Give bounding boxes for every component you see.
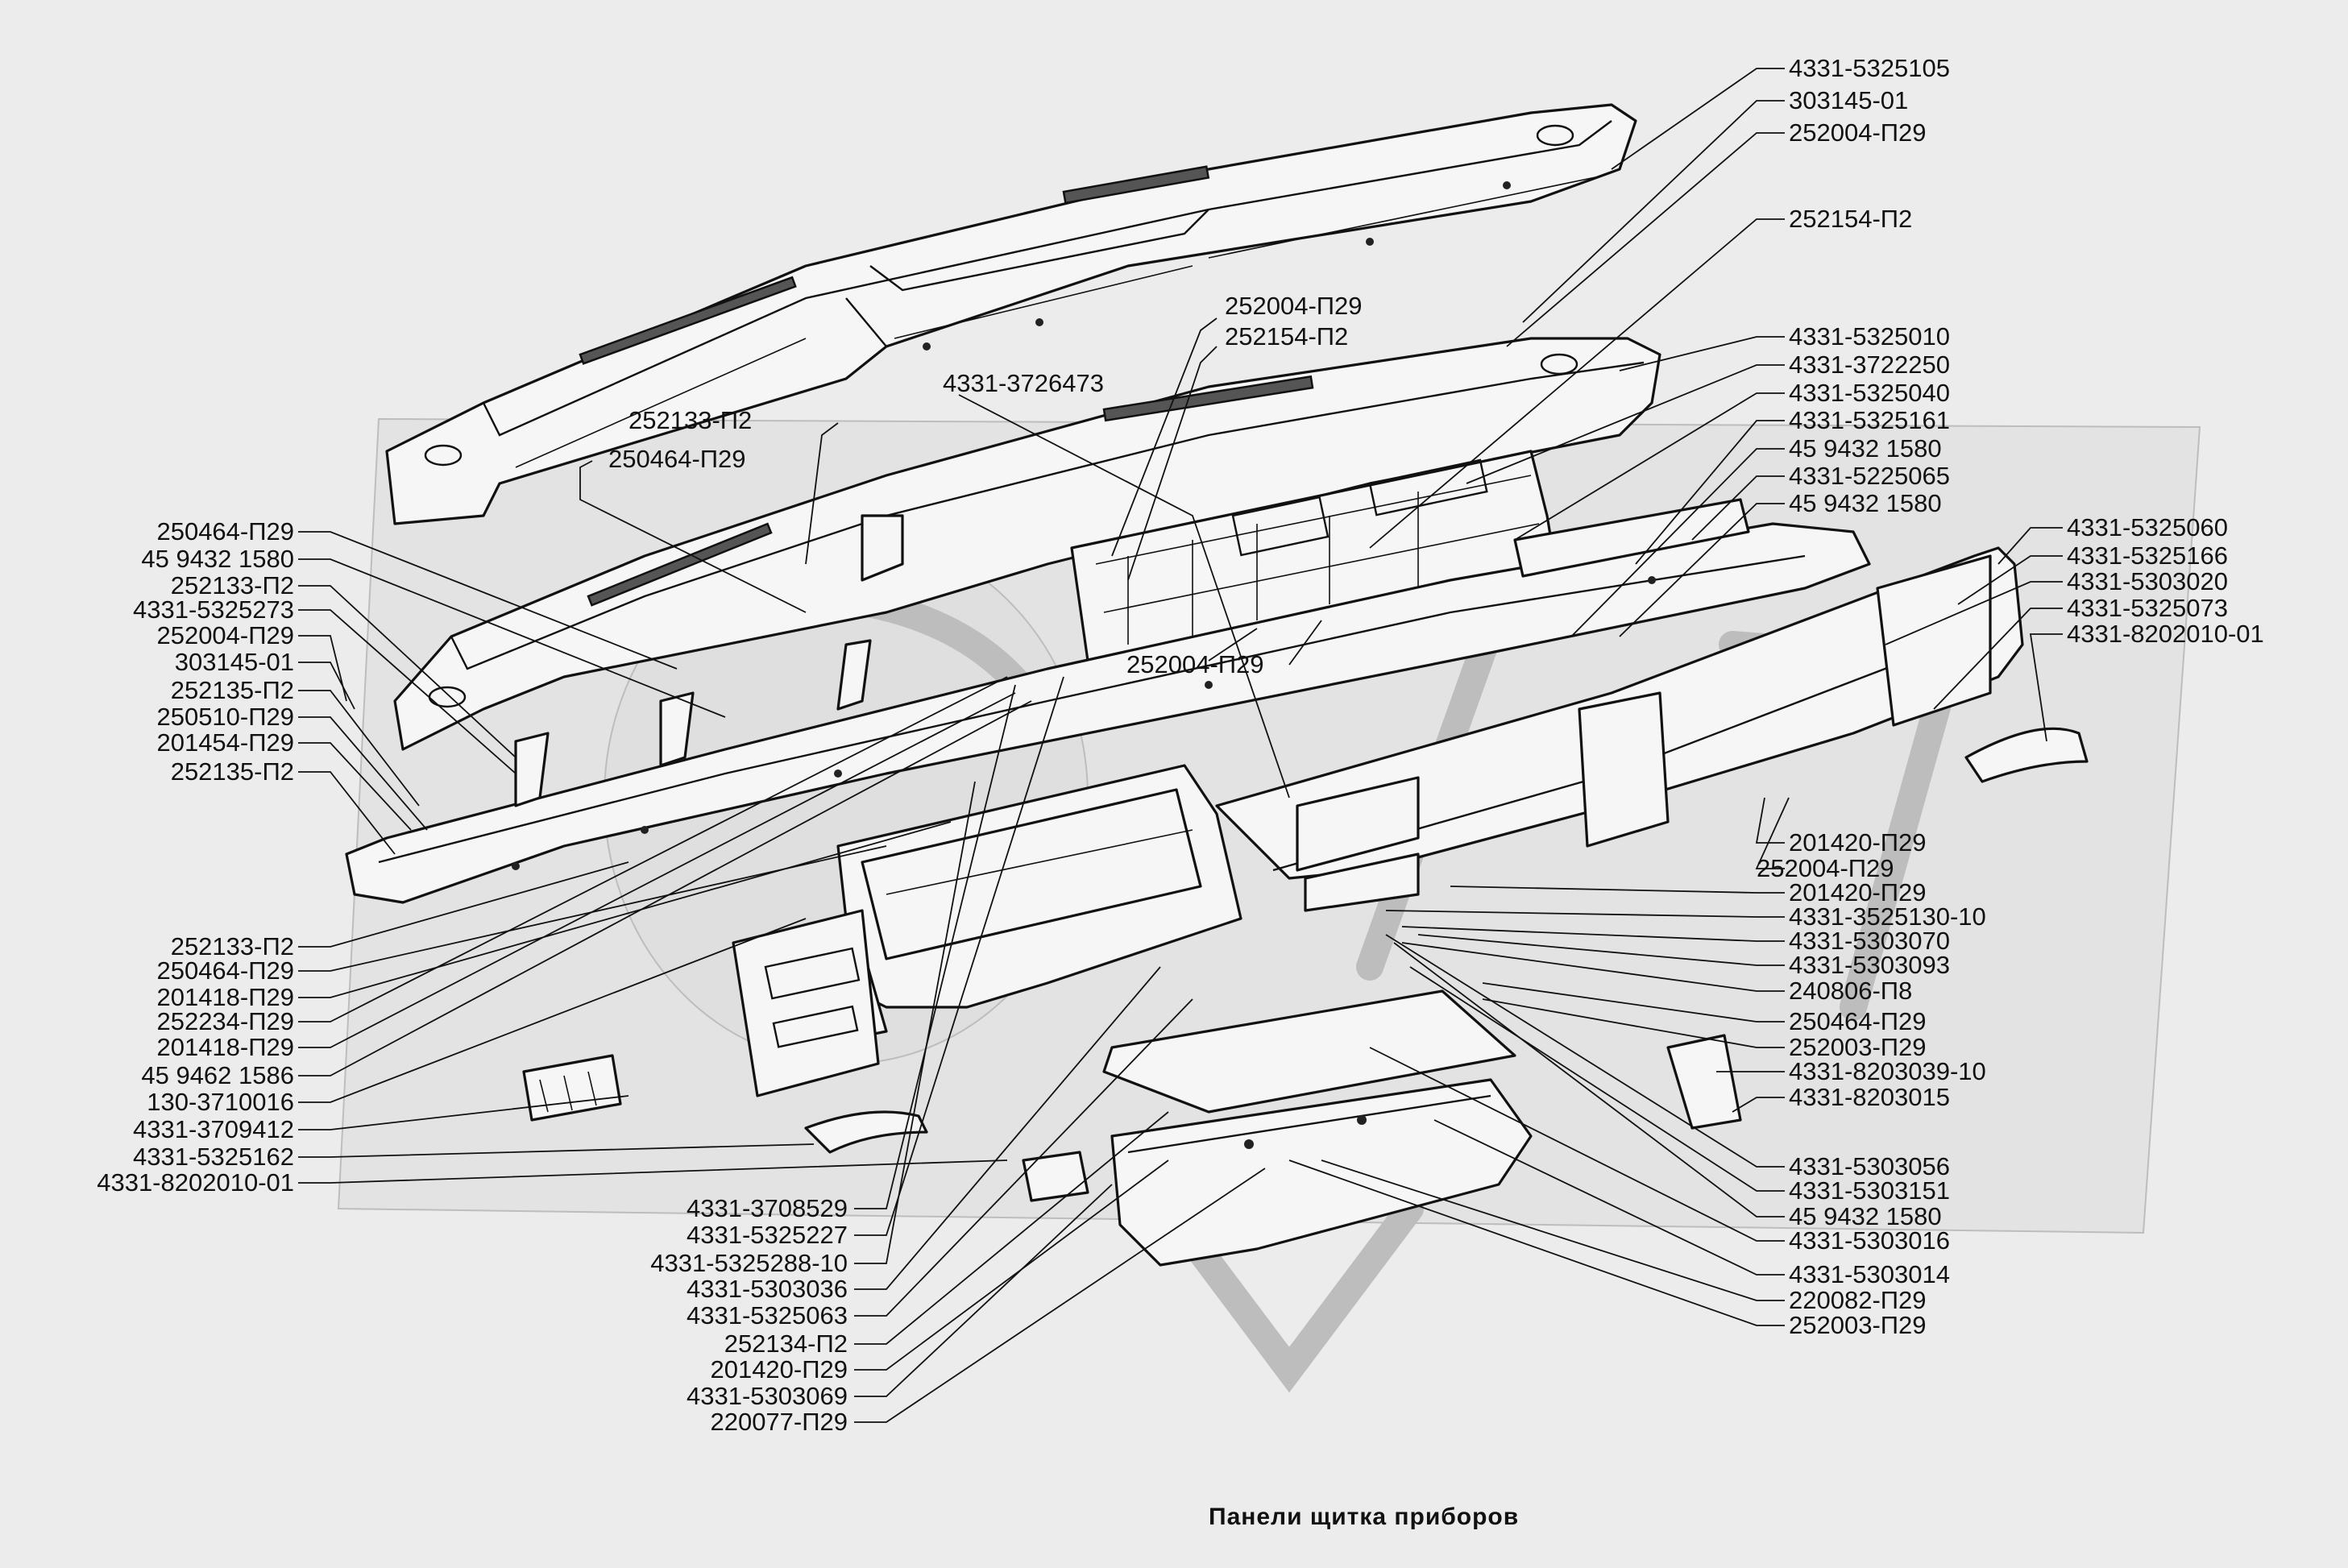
- part-label: 250510-П29: [156, 703, 294, 731]
- part-label: 252004-П29: [1225, 292, 1363, 320]
- part-label: 4331-5325161: [1789, 406, 1950, 434]
- part-label: 201454-П29: [156, 728, 294, 757]
- labels-left: 250464-П29 45 9432 1580 252133-П2 4331-5…: [97, 517, 294, 1197]
- part-label: 4331-5303036: [687, 1275, 848, 1303]
- part-label: 45 9432 1580: [1789, 434, 1942, 463]
- diagram-caption: Панели щитка приборов: [1209, 1504, 1519, 1530]
- part-label: 252004-П29: [1789, 118, 1927, 147]
- leader-lines: [298, 68, 2063, 1423]
- part-label: 250464-П29: [156, 517, 294, 545]
- labels-right: 4331-5325105 303145-01 252004-П29 252154…: [1757, 54, 2264, 1339]
- part-label: 4331-5303070: [1789, 927, 1950, 955]
- part-label: 4331-5325063: [687, 1301, 848, 1329]
- part-label: 201420-П29: [1789, 878, 1927, 906]
- part-label: 250464-П29: [156, 956, 294, 985]
- part-label: 4331-5303016: [1789, 1226, 1950, 1255]
- part-label: 4331-8203015: [1789, 1083, 1950, 1111]
- part-label: 252004-П29: [1126, 650, 1264, 678]
- part-label: 250464-П29: [1789, 1007, 1927, 1035]
- part-label: 4331-5303093: [1789, 951, 1950, 979]
- part-label: 4331-8203039-10: [1789, 1057, 1986, 1085]
- part-label: 4331-3722250: [1789, 351, 1950, 379]
- part-label: 45 9462 1586: [141, 1061, 294, 1089]
- part-label: 252134-П2: [724, 1329, 848, 1358]
- part-label: 303145-01: [175, 648, 294, 676]
- part-label: 252003-П29: [1789, 1311, 1927, 1339]
- part-label: 4331-3709412: [133, 1115, 294, 1143]
- part-label: 45 9432 1580: [1789, 1202, 1942, 1230]
- part-label: 220082-П29: [1789, 1286, 1927, 1314]
- part-label: 130-3710016: [147, 1088, 294, 1116]
- part-label: 252133-П2: [171, 932, 294, 960]
- part-label: 4331-5303020: [2067, 567, 2228, 595]
- part-label: 201420-П29: [710, 1355, 848, 1383]
- part-label: 4331-8202010-01: [97, 1168, 294, 1197]
- part-label: 220077-П29: [710, 1408, 848, 1436]
- lower-facia-part: [345, 498, 1871, 904]
- part-label: 201418-П29: [156, 983, 294, 1011]
- part-label: 4331-5303014: [1789, 1260, 1950, 1288]
- part-label: 4331-5325060: [2067, 513, 2228, 541]
- part-label: 45 9432 1580: [141, 545, 294, 573]
- part-label: 252154-П2: [1789, 205, 1912, 233]
- part-label: 4331-5303151: [1789, 1176, 1950, 1205]
- part-label: 250464-П29: [608, 445, 746, 473]
- part-label: 252234-П29: [156, 1007, 294, 1035]
- part-label: 4331-5325288-10: [650, 1249, 848, 1277]
- part-label: 4331-5325040: [1789, 379, 1950, 407]
- labels-inner: 252004-П29 252154-П2 4331-3726473 252133…: [608, 292, 1363, 678]
- part-label: 252133-П2: [171, 571, 294, 599]
- part-label: 252133-П2: [628, 406, 752, 434]
- part-label: 4331-5325166: [2067, 541, 2228, 570]
- right-dash-part: [1215, 546, 2089, 1130]
- part-label: 4331-5325273: [133, 595, 294, 624]
- part-label: 4331-5325105: [1789, 54, 1950, 82]
- part-label: 252135-П2: [171, 757, 294, 786]
- part-label: 201418-П29: [156, 1033, 294, 1061]
- part-label: 4331-5303056: [1789, 1152, 1950, 1180]
- part-label: 4331-3726473: [943, 369, 1104, 397]
- part-label: 252154-П2: [1225, 322, 1348, 351]
- part-label: 4331-5325227: [687, 1221, 848, 1249]
- top-shelf-part: [385, 103, 1637, 525]
- part-label: 4331-5225065: [1789, 462, 1950, 490]
- part-label: 4331-8202010-01: [2067, 620, 2264, 648]
- part-label: 240806-П8: [1789, 977, 1912, 1005]
- part-label: 4331-5325073: [2067, 594, 2228, 622]
- part-label: 201420-П29: [1789, 828, 1927, 857]
- main-panel-part: [393, 337, 1661, 751]
- part-label: 303145-01: [1789, 86, 1908, 114]
- labels-bottom: 4331-3708529 4331-5325227 4331-5325288-1…: [650, 1194, 848, 1436]
- part-label: 252003-П29: [1789, 1033, 1927, 1061]
- part-label: 252004-П29: [156, 621, 294, 649]
- part-label: 252004-П29: [1757, 854, 1894, 882]
- part-label: 252135-П2: [171, 676, 294, 704]
- part-label: 4331-3708529: [687, 1194, 848, 1222]
- part-label: 4331-5303069: [687, 1382, 848, 1410]
- part-label: 4331-5325162: [133, 1143, 294, 1171]
- part-label: 45 9432 1580: [1789, 489, 1942, 517]
- part-label: 4331-5325010: [1789, 322, 1950, 351]
- part-label: 4331-3525130-10: [1789, 902, 1986, 931]
